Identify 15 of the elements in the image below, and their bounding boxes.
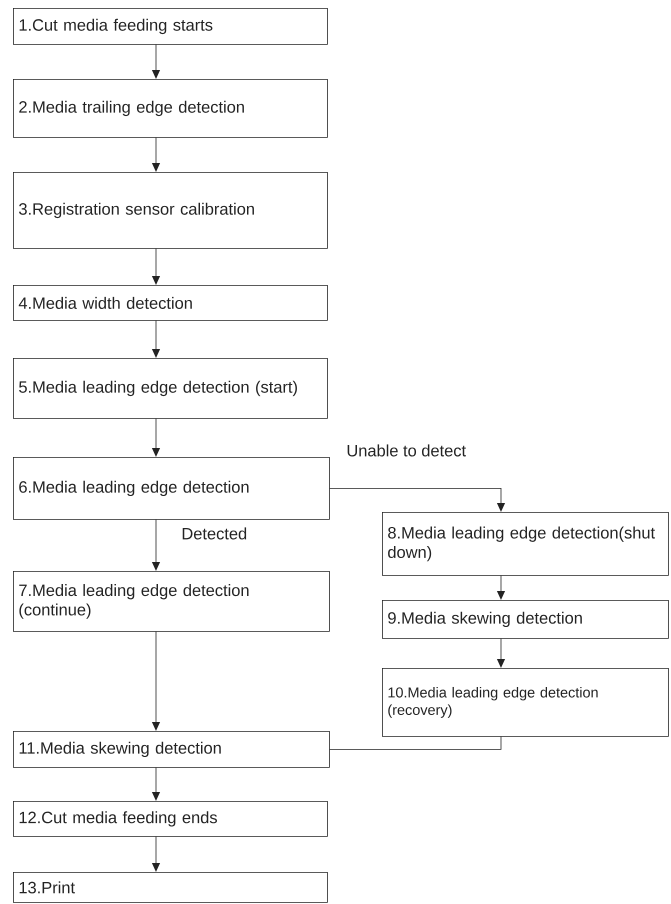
process-box: 10.Media leading edge detection (recovery) bbox=[382, 668, 669, 737]
process-box: 6.Media leading edge detection bbox=[13, 457, 330, 520]
process-box: 9.Media skewing detection bbox=[382, 600, 669, 639]
process-box: 3.Registration sensor calibration bbox=[13, 172, 328, 249]
process-box: 4.Media width detection bbox=[13, 285, 328, 321]
process-box: 8.Media leading edge detection(shut down) bbox=[382, 512, 669, 576]
process-box: 7.Media leading edge detection (continue) bbox=[13, 571, 330, 632]
edge-label: Detected bbox=[182, 527, 246, 540]
process-box: 1.Cut media feeding starts bbox=[13, 8, 328, 45]
process-box: 2.Media trailing edge detection bbox=[13, 79, 328, 138]
process-box: 11.Media skewing detection bbox=[13, 731, 330, 768]
process-box: 12.Cut media feeding ends bbox=[13, 801, 328, 837]
process-box: 5.Media leading edge detection (start) bbox=[13, 358, 328, 419]
process-box: 13.Print bbox=[13, 872, 328, 903]
edge-label: Unable to detect bbox=[348, 444, 466, 456]
